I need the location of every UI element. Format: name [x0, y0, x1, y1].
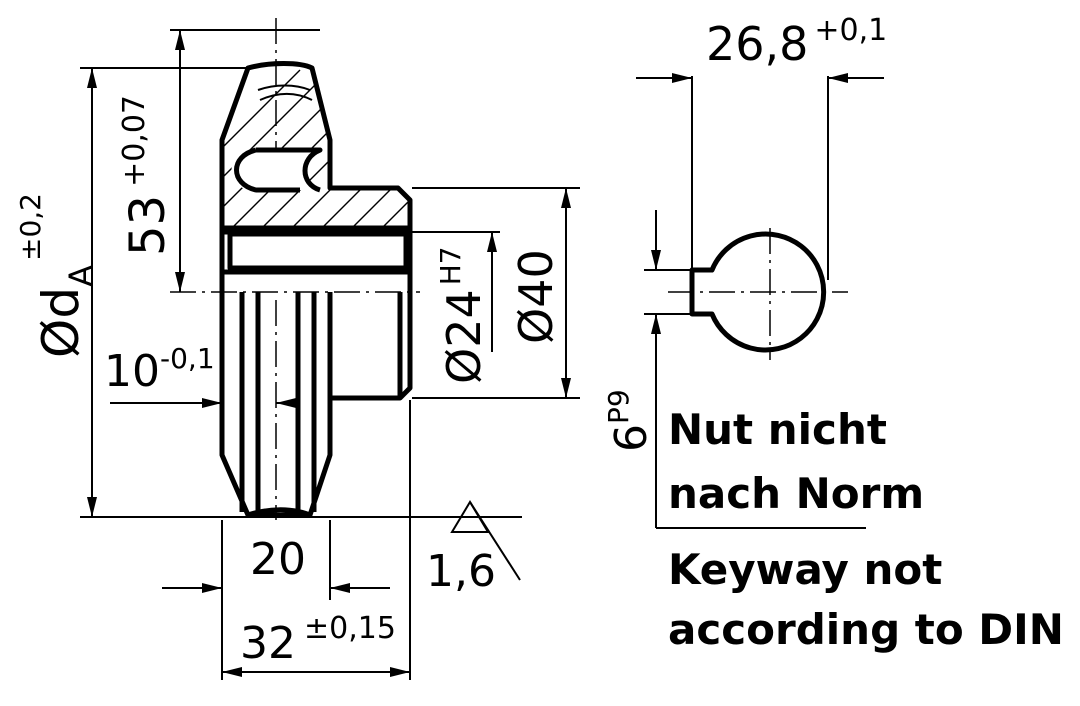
dim-label-32: 32±0,15	[240, 611, 396, 669]
bore-outline	[689, 231, 827, 353]
svg-text:26,8+0,1: 26,8+0,1	[706, 13, 887, 71]
tooth-groove	[234, 147, 323, 193]
surface-roughness-symbol	[450, 500, 521, 581]
gear-section-view	[170, 18, 420, 520]
section-hatching	[222, 69, 410, 228]
svg-text:Keyway not: Keyway not	[668, 545, 942, 594]
svg-text:ØdA±0,2: ØdA±0,2	[14, 193, 100, 358]
svg-text:53+0,07: 53+0,07	[117, 95, 176, 256]
dim-label-10: 10-0,1	[104, 342, 215, 397]
dim-label-53: 53+0,07	[117, 95, 176, 256]
extension-lines	[80, 29, 580, 680]
svg-text:nach Norm: nach Norm	[668, 469, 924, 518]
section-outline-upper	[219, 61, 413, 231]
dim-label-6: 6P9	[602, 389, 657, 452]
note-english: Keyway not according to DIN	[668, 545, 1064, 654]
dim-label-da: ØdA±0,2	[14, 193, 100, 358]
svg-text:Ø24H7: Ø24H7	[434, 246, 491, 384]
roughness-value: 1,6	[426, 546, 496, 597]
dimension-lines	[87, 30, 571, 677]
dim-label-20: 20	[250, 534, 306, 585]
dim-label-24: Ø24H7	[434, 246, 491, 384]
dim-label-268: 26,8+0,1	[706, 13, 887, 71]
svg-text:6P9: 6P9	[602, 389, 657, 452]
dim-label-40: Ø40	[509, 249, 563, 344]
svg-text:Nut nicht: Nut nicht	[668, 405, 887, 454]
svg-text:32±0,15: 32±0,15	[240, 611, 396, 669]
svg-text:according to DIN: according to DIN	[668, 605, 1064, 654]
section-outline-lower	[219, 292, 413, 518]
svg-text:10-0,1: 10-0,1	[104, 342, 215, 397]
note-german: Nut nicht nach Norm	[668, 405, 924, 518]
svg-text:Ø40: Ø40	[509, 249, 563, 344]
bore-keyway-view	[636, 73, 884, 529]
